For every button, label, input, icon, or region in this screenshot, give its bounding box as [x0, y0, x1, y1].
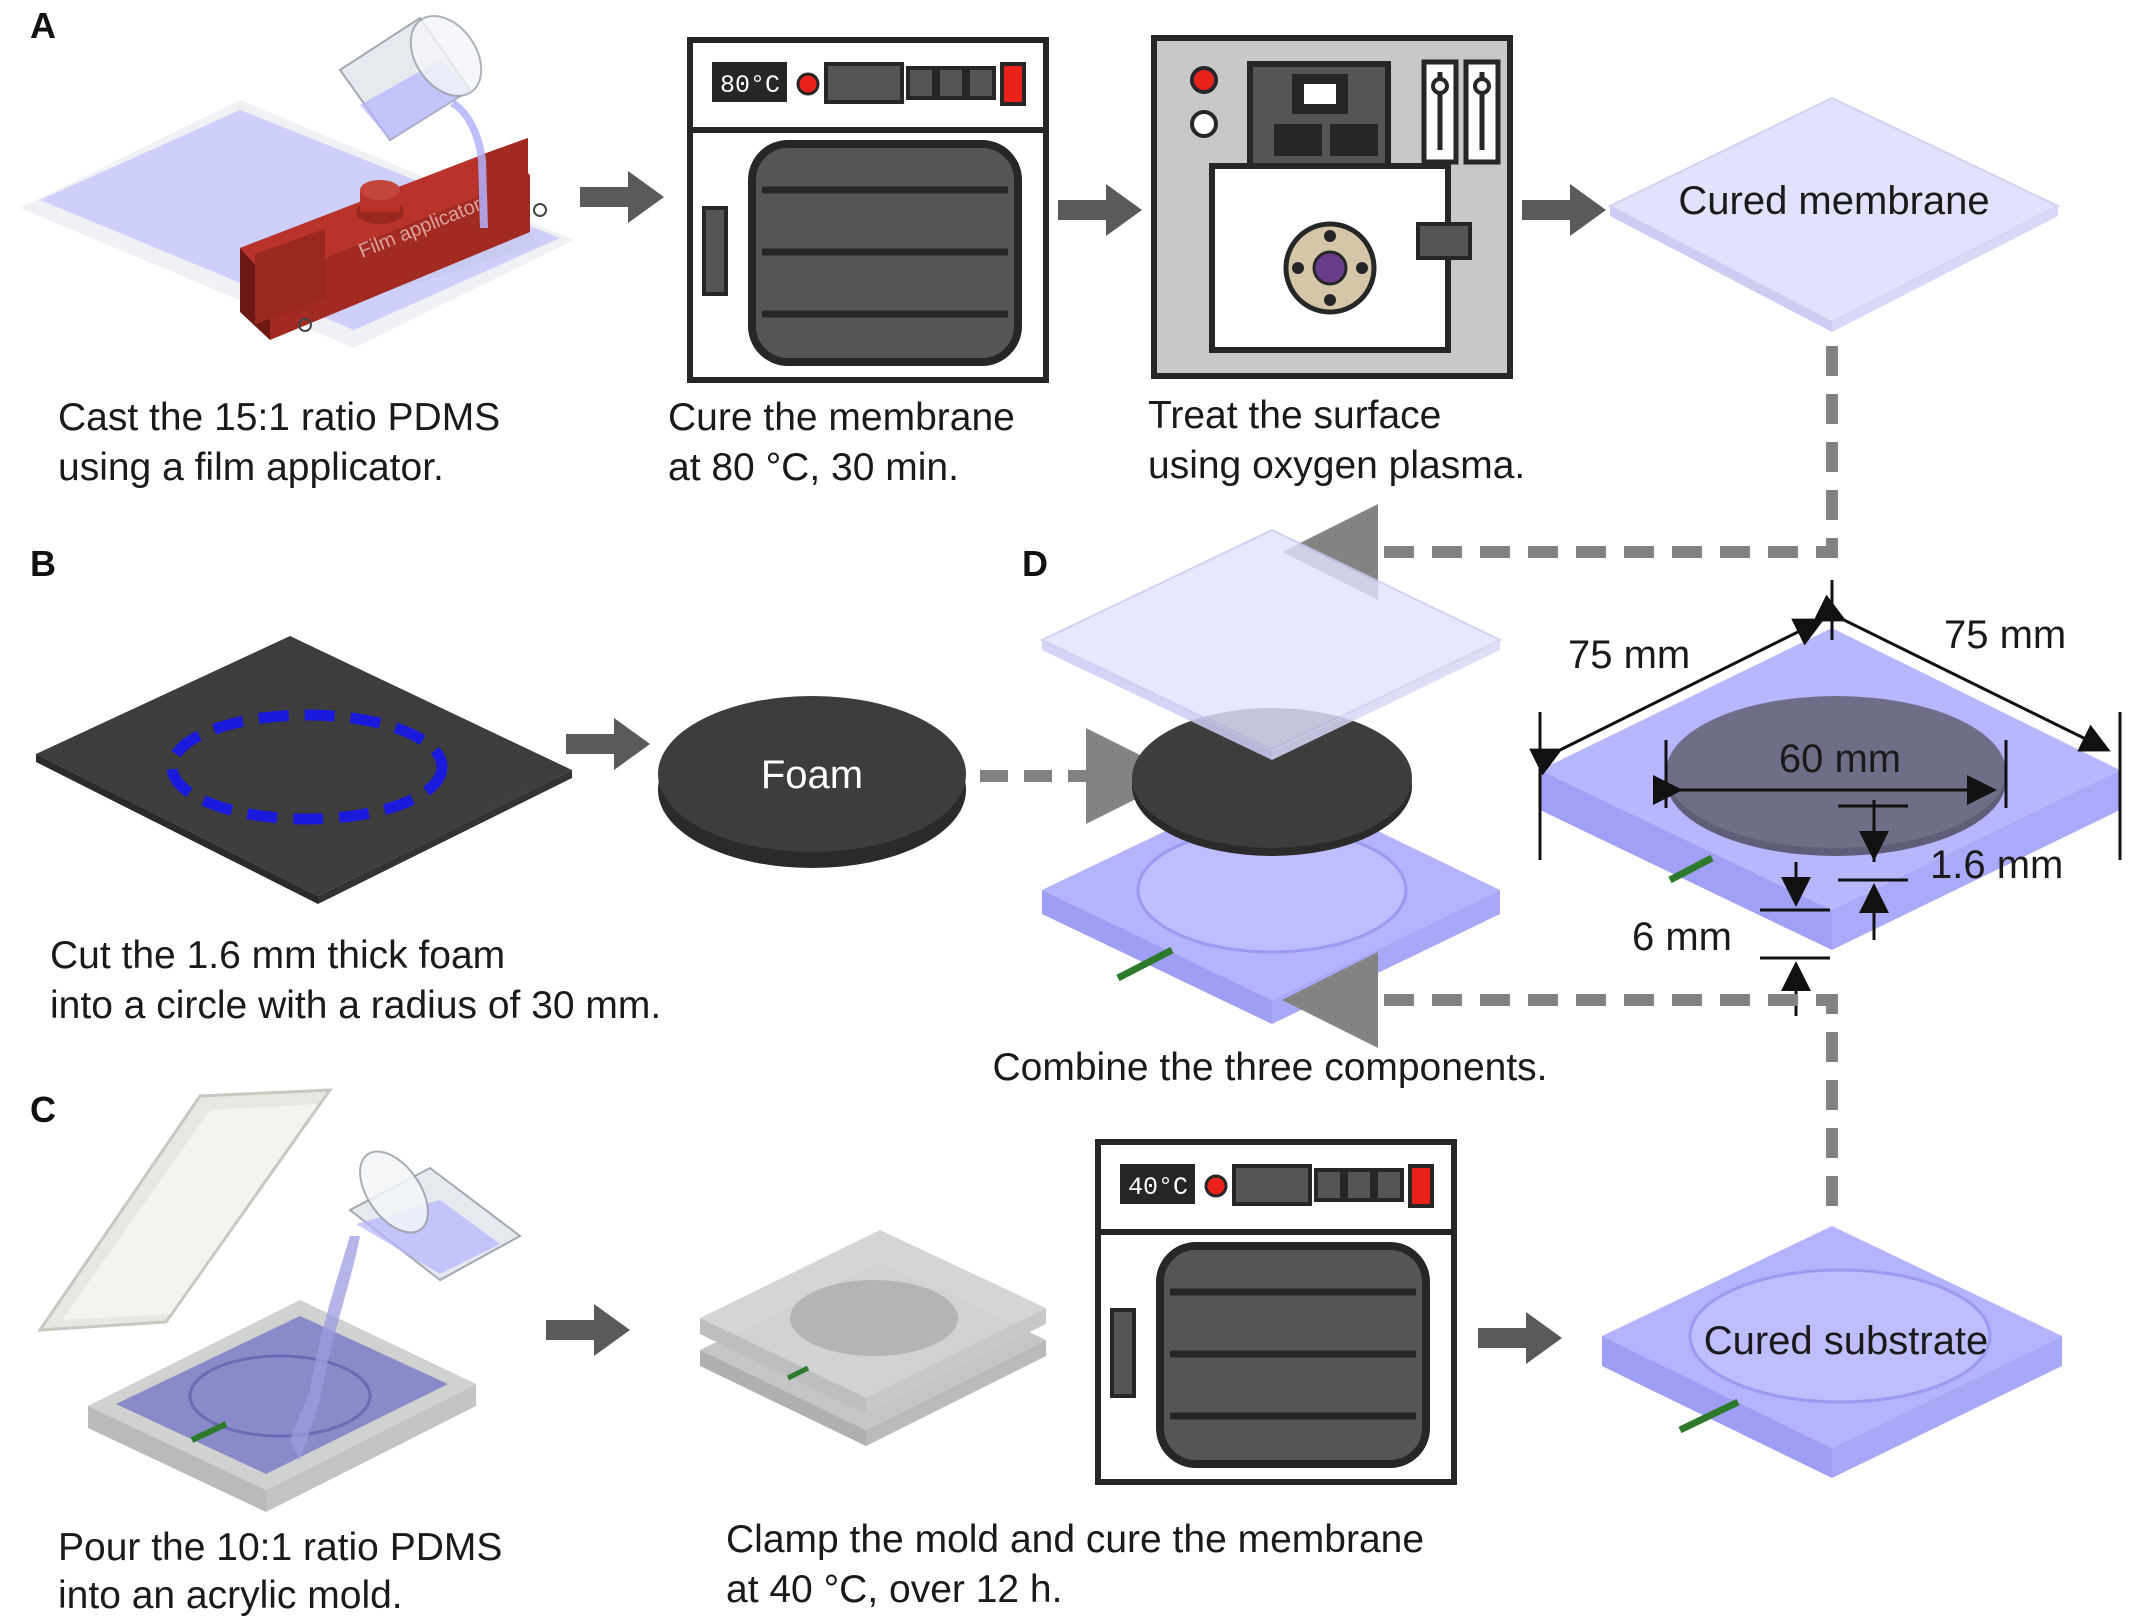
film-applicator-illustration: Film applicator: [20, 15, 574, 348]
arrow-c2: [1478, 1312, 1562, 1364]
caption-pour-line2: into an acrylic mold.: [58, 1574, 403, 1617]
panel-label-c: C: [30, 1089, 56, 1130]
foam-disc: [658, 696, 966, 868]
panel-label-b: B: [30, 543, 56, 584]
caption-cure-line1: Cure the membrane: [668, 396, 1015, 439]
arrow-a1: [580, 171, 664, 223]
connector-membrane-to-assembly: [1282, 346, 1838, 600]
caption-clamp-line2: at 40 °C, over 12 h.: [726, 1568, 1062, 1611]
arrow-a2: [1058, 184, 1142, 236]
clamped-mold: [700, 1230, 1046, 1446]
caption-pour-line1: Pour the 10:1 ratio PDMS: [58, 1526, 502, 1569]
oven-display-80: 80°C: [720, 71, 780, 100]
dimension-lines: [1529, 580, 2122, 1016]
dim-diameter: 60 mm: [1779, 737, 1901, 781]
pouring-beaker-icon: [338, 15, 483, 142]
dim-side-right: 75 mm: [1944, 613, 2066, 657]
foam-sheet: [36, 636, 572, 904]
oven-icon: 80°C: [690, 40, 1046, 380]
label-foam: Foam: [761, 753, 863, 797]
film-applicator-icon: Film applicator: [240, 137, 547, 340]
plasma-cleaner-icon: [1151, 35, 1513, 379]
arrow-b1: [566, 718, 650, 770]
oven-icon: 40°C: [1098, 1142, 1454, 1482]
dim-foam-thickness: 1.6 mm: [1930, 843, 2063, 887]
panel-label-a: A: [30, 5, 56, 46]
caption-cut-line1: Cut the 1.6 mm thick foam: [50, 934, 505, 977]
dim-substrate-thickness: 6 mm: [1632, 915, 1732, 959]
caption-clamp-line1: Clamp the mold and cure the membrane: [726, 1518, 1424, 1561]
caption-cast-line2: using a film applicator.: [58, 446, 444, 489]
caption-treat-line1: Treat the surface: [1148, 394, 1441, 437]
caption-cut-line2: into a circle with a radius of 30 mm.: [50, 984, 661, 1027]
arrow-c1: [546, 1304, 630, 1356]
arrow-a3: [1522, 184, 1606, 236]
caption-combine: Combine the three components.: [993, 1046, 1548, 1089]
panel-label-d: D: [1022, 543, 1048, 584]
caption-treat-line2: using oxygen plasma.: [1148, 444, 1525, 487]
label-cured-membrane: Cured membrane: [1678, 179, 1989, 223]
cured-substrate-block: [1602, 1226, 2062, 1478]
caption-cure-line2: at 80 °C, 30 min.: [668, 446, 959, 489]
exploded-assembly: [1039, 528, 1503, 1024]
label-cured-substrate: Cured substrate: [1704, 1319, 1989, 1363]
cut-line: [166, 709, 448, 825]
cured-membrane-sheet: [1607, 96, 2061, 332]
dim-side-left: 75 mm: [1568, 633, 1690, 677]
oven-display-40: 40°C: [1128, 1173, 1188, 1202]
pouring-beaker-icon: [348, 1150, 522, 1282]
caption-cast-line1: Cast the 15:1 ratio PDMS: [58, 396, 500, 439]
connector-substrate-to-assembly: [1282, 952, 1838, 1206]
acrylic-mold-illustration: [37, 1088, 522, 1512]
